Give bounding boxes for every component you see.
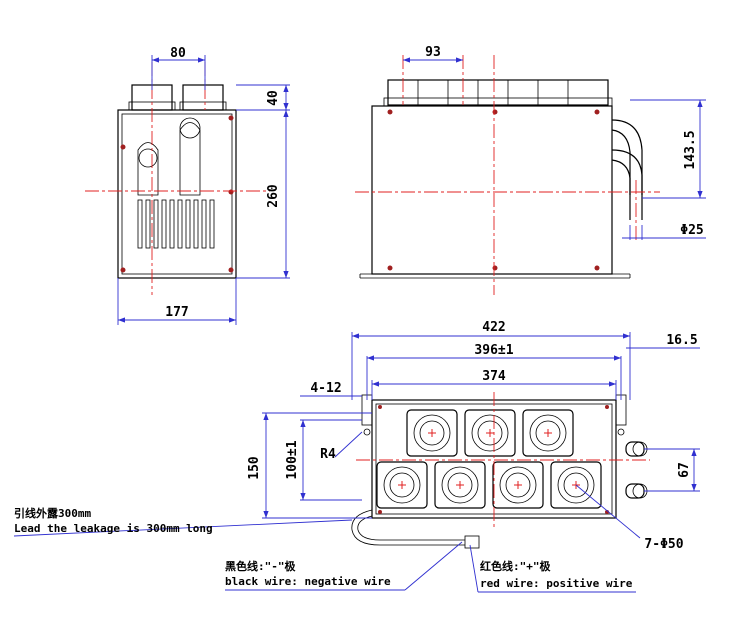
fan-outlet <box>522 409 574 457</box>
vent-slots <box>137 199 215 249</box>
note-black-en: black wire: negative wire <box>225 575 391 588</box>
dim-body-width: 177 <box>165 305 188 320</box>
dim-radius: R4 <box>320 447 336 462</box>
dim-width: 150 <box>247 456 262 480</box>
dim-slot: 4-12 <box>310 381 341 396</box>
note-black-cn: 黑色线:"-"极 <box>225 559 296 573</box>
dim-outlet-height: 40 <box>266 90 281 106</box>
note-red-cn: 红色线:"+"极 <box>480 559 551 573</box>
side-view: 80 40 260 177 <box>85 46 290 325</box>
note-lead-en: Lead the leakage is 300mm long <box>14 522 213 535</box>
dim-outlet-pitch: 93 <box>425 45 441 60</box>
dim-pipe-pitch: 67 <box>677 462 692 478</box>
dim-pipe-diameter: Φ25 <box>680 223 703 238</box>
note-red-en: red wire: positive wire <box>480 577 633 590</box>
dim-fan-holes: 7-Φ50 <box>644 537 683 552</box>
fan-outlet <box>464 409 516 457</box>
fan-outlet <box>406 409 458 457</box>
dim-overall-length: 422 <box>482 320 505 335</box>
fan-outlet <box>376 461 428 509</box>
dim-outlet-spacing: 80 <box>170 46 186 61</box>
center-markers <box>398 429 580 489</box>
fan-outlet <box>492 461 544 509</box>
dim-offset: 16.5 <box>666 333 697 348</box>
fan-outlet <box>434 461 486 509</box>
dim-mount-width: 100±1 <box>285 440 300 479</box>
note-lead-cn: 引线外露300mm <box>14 506 91 520</box>
dim-body-height: 260 <box>266 184 281 208</box>
dim-pipe-height: 143.5 <box>683 130 698 169</box>
dim-mount-span: 396±1 <box>474 343 513 358</box>
front-view: 93 143.5 Φ25 <box>355 45 706 295</box>
wiring-notes: 引线外露300mm Lead the leakage is 300mm long… <box>13 506 636 593</box>
dim-body-length: 374 <box>482 369 506 384</box>
fan-outlet <box>550 461 602 509</box>
top-view: 422 396±1 374 16.5 4-12 R4 150 100±1 67 … <box>247 320 700 552</box>
